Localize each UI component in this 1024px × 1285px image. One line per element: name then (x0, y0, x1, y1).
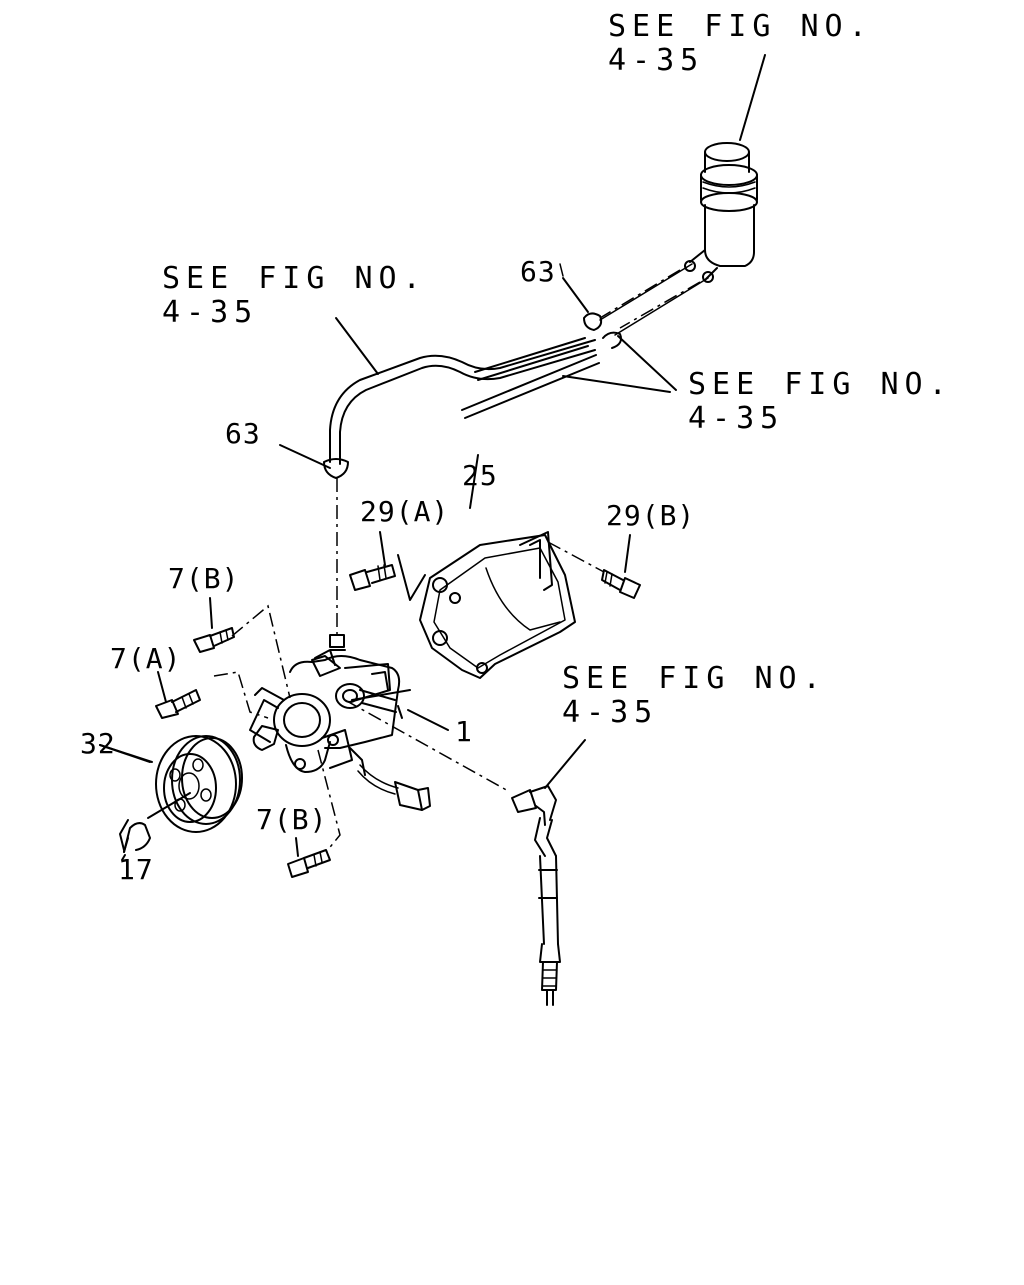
part-label-1: 1 (455, 715, 473, 748)
part-label-17: 17 (118, 853, 154, 886)
ref-left-line1: SEE FIG NO. (162, 261, 427, 296)
part-label-7b-upper: 7(B) (168, 562, 240, 595)
part-label-7b-lower: 7(B) (256, 803, 328, 836)
pump-assembly (213, 604, 511, 853)
bracket (397, 454, 605, 679)
part-label-29b: 29(B) (606, 499, 696, 532)
part-label-32: 32 (80, 727, 116, 760)
pressure-hose (511, 739, 586, 1006)
part-label-7a: 7(A) (110, 642, 182, 675)
ref-left-line2: 4-35 (162, 295, 259, 330)
ref-hose-line1: SEE FIG NO. (562, 661, 827, 696)
ref-top-line2: 4-35 (608, 43, 705, 78)
bolts-29 (349, 531, 641, 599)
ref-top-line1: SEE FIG NO. (608, 9, 873, 44)
ref-right-line2: 4-35 (688, 401, 785, 436)
part-label-25: 25 (462, 459, 498, 492)
part-label-63-upper: 63 (520, 255, 556, 288)
part-label-63-lower: 63 (225, 417, 261, 450)
ref-hose-line2: 4-35 (562, 695, 659, 730)
leader-17 (123, 837, 129, 853)
return-hoses (461, 260, 714, 419)
suction-hose (279, 317, 596, 640)
leader-32 (99, 744, 151, 763)
ref-right-line1: SEE FIG NO. (688, 367, 953, 402)
reservoir-tank (689, 54, 766, 281)
pulley (99, 735, 243, 861)
bolts-7 (155, 597, 331, 878)
part-label-29a: 29(A) (360, 495, 450, 528)
